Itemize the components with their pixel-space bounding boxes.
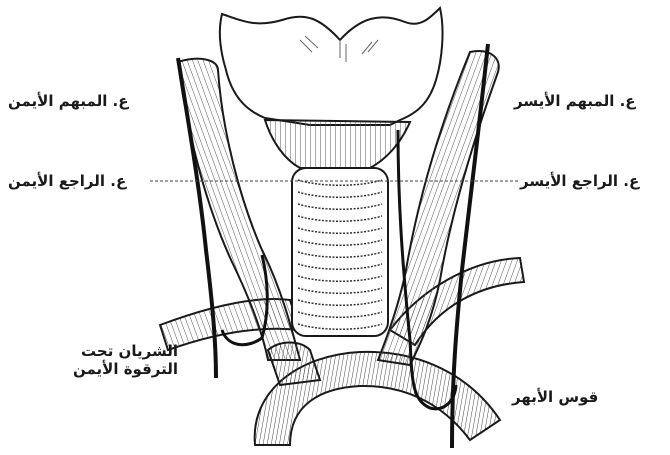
label-aortic-arch: قوس الأبهر [512, 388, 598, 406]
brachiocephalic-trunk [268, 343, 320, 386]
cricoid-cartilage [265, 120, 410, 168]
label-right-recurrent: ع. الراجع الأيمن [8, 172, 126, 190]
larynx [220, 8, 443, 125]
label-left-recurrent: ع. الراجع الأيسر [520, 172, 639, 190]
label-right-vagus: ع. المبهم الأيمن [8, 92, 129, 110]
label-right-subclavian: الشريان تحت الترقوة الأيمن [28, 342, 178, 378]
label-right-subclavian-line1: الشريان تحت [28, 342, 178, 360]
trachea [292, 168, 388, 336]
label-left-vagus: ع. المبهم الأيسر [514, 92, 636, 110]
label-right-subclavian-line2: الترقوة الأيمن [28, 360, 178, 378]
